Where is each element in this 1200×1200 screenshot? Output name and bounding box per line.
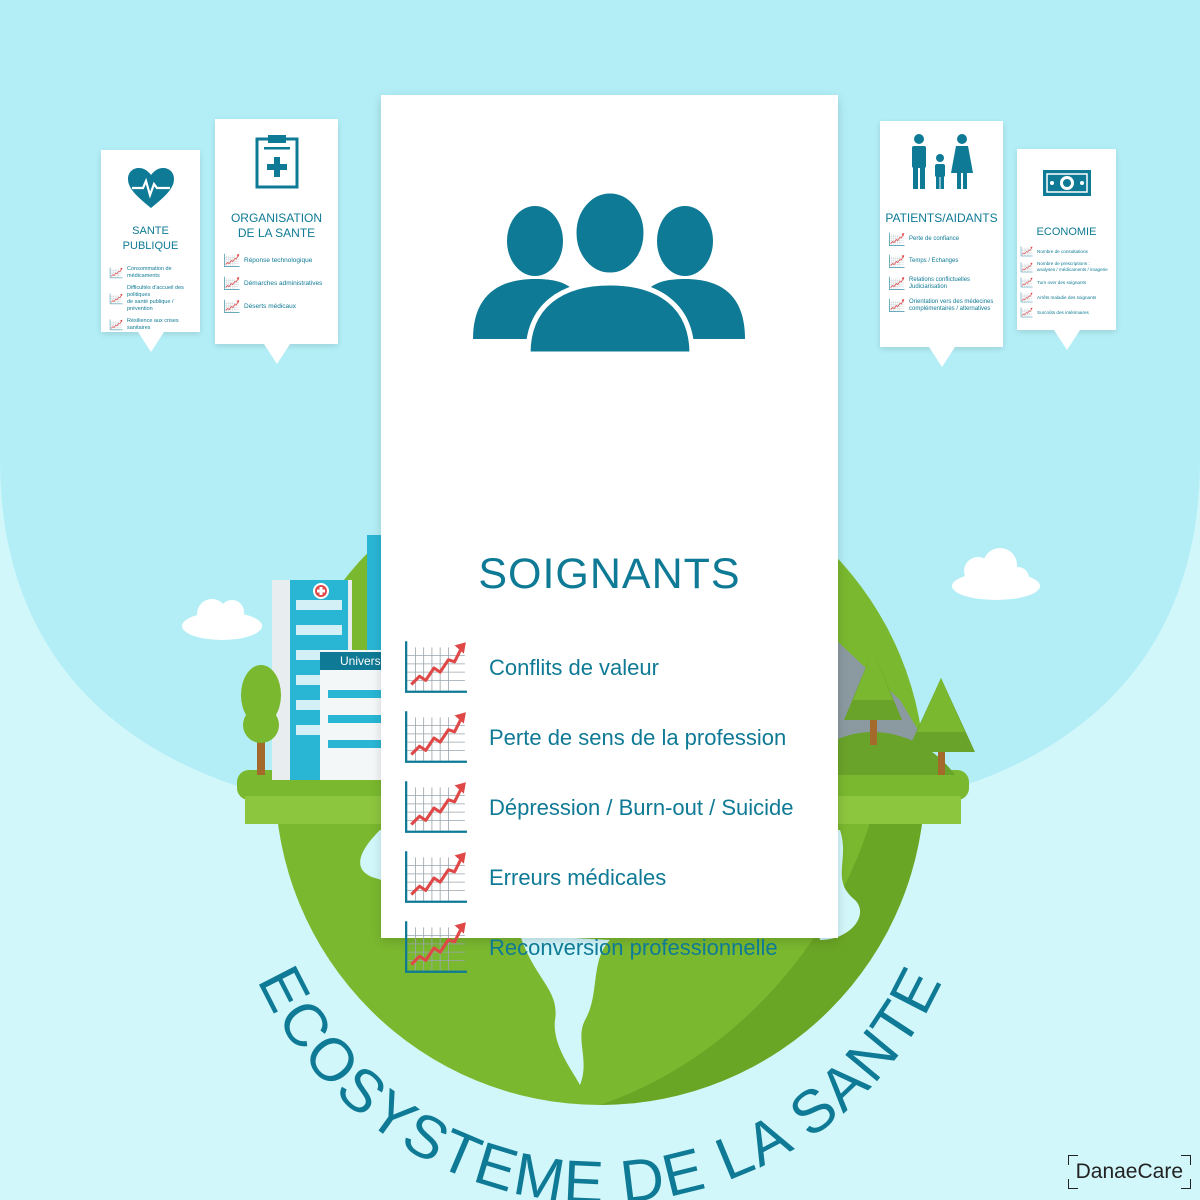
rising-chart-icon xyxy=(889,232,905,246)
list-item: Erreurs médicales xyxy=(401,843,794,913)
list-item: Arrêts maladie des soignants xyxy=(1020,292,1114,303)
rising-chart-icon xyxy=(405,641,467,693)
healthcare-team-icon xyxy=(473,191,745,356)
card-organisation-sante: ORGANISATION DE LA SANTE Réponse technol… xyxy=(215,119,338,364)
rising-chart-icon xyxy=(1020,307,1033,318)
rising-chart-icon xyxy=(405,781,467,833)
list-item: Perte de confiance xyxy=(888,232,999,247)
rising-chart-icon xyxy=(109,267,123,279)
card-sante-publique: SANTE PUBLIQUE Consommation de médicamen… xyxy=(101,150,200,352)
hospital-building xyxy=(272,535,383,780)
brand-logo: DanaeCare xyxy=(1067,1155,1191,1189)
card-indicator-list: Perte de confiance Temps / Echanges Rela… xyxy=(880,232,1003,313)
list-item: Reconversion professionnelle xyxy=(401,913,794,983)
tree-left xyxy=(241,665,281,775)
list-item: Perte de sens de la profession xyxy=(401,703,794,773)
list-item: Déserts médicaux xyxy=(223,299,334,314)
list-item: Surcoûts des intérimaires xyxy=(1020,307,1114,318)
rising-chart-icon xyxy=(224,253,240,267)
list-item: Réponse technologique xyxy=(223,253,334,268)
banknote-icon xyxy=(1042,170,1091,196)
rising-chart-icon xyxy=(405,711,467,763)
rising-chart-icon xyxy=(224,276,240,290)
pine-tree-2 xyxy=(907,678,975,775)
soignants-indicator-list: Conflits de valeur Perte de sens de la p… xyxy=(401,633,794,983)
rising-chart-icon xyxy=(889,298,905,312)
list-item: Consommation de médicaments xyxy=(109,266,196,280)
rising-chart-icon xyxy=(109,319,123,331)
card-title: ECONOMIE xyxy=(1036,226,1097,238)
rising-chart-icon xyxy=(1020,277,1033,288)
list-item: Démarches administratives xyxy=(223,276,334,291)
building-sign: Univers xyxy=(340,654,381,668)
rising-chart-icon xyxy=(1020,261,1033,272)
list-item: Nombre de prescriptions : analyses / méd… xyxy=(1020,261,1114,273)
list-item: Temps / Echanges xyxy=(888,254,999,269)
cloud-right xyxy=(952,548,1040,600)
card-economie: ECONOMIE Nombre de consultations Nombre … xyxy=(1017,149,1116,350)
rising-chart-icon xyxy=(224,299,240,313)
heart-pulse-icon xyxy=(127,168,174,208)
medical-clipboard-icon xyxy=(255,135,298,189)
list-item: Résilience aux crises sanitaires xyxy=(109,318,196,332)
family-icon xyxy=(911,134,973,189)
list-item: Difficultés d'accueil des politiques de … xyxy=(109,285,196,313)
list-item: Turn over des soignants xyxy=(1020,277,1114,288)
list-item: Conflits de valeur xyxy=(401,633,794,703)
rising-chart-icon xyxy=(889,276,905,290)
rising-chart-icon xyxy=(405,921,467,973)
rising-chart-icon xyxy=(109,293,123,305)
main-card-title: SOIGNANTS xyxy=(478,550,741,598)
card-soignants: SOIGNANTS Conflits de valeur Perte de se… xyxy=(381,95,838,973)
card-title: ORGANISATION DE LA SANTE xyxy=(230,211,323,240)
pine-tree-1 xyxy=(844,650,902,745)
cloud-left xyxy=(182,599,262,640)
rising-chart-icon xyxy=(1020,246,1033,257)
list-item: Orientation vers des médecines complémen… xyxy=(888,298,999,313)
rising-chart-icon xyxy=(1020,292,1033,303)
list-item: Relations conflictuelles Judiciarisation xyxy=(888,276,999,291)
list-item: Dépression / Burn-out / Suicide xyxy=(401,773,794,843)
rising-chart-icon xyxy=(889,254,905,268)
card-patients-aidants: PATIENTS/AIDANTS Perte de confiance Temp… xyxy=(880,121,1003,367)
card-indicator-list: Nombre de consultations Nombre de prescr… xyxy=(1017,246,1116,318)
brand-name: DanaeCare xyxy=(1075,1160,1183,1183)
card-title: SANTE PUBLIQUE xyxy=(122,225,179,252)
list-item: Nombre de consultations xyxy=(1020,246,1114,257)
card-indicator-list: Réponse technologique Démarches administ… xyxy=(215,253,338,314)
rising-chart-icon xyxy=(405,851,467,903)
card-title: PATIENTS/AIDANTS xyxy=(885,211,998,225)
card-indicator-list: Consommation de médicaments Difficultés … xyxy=(101,266,200,332)
